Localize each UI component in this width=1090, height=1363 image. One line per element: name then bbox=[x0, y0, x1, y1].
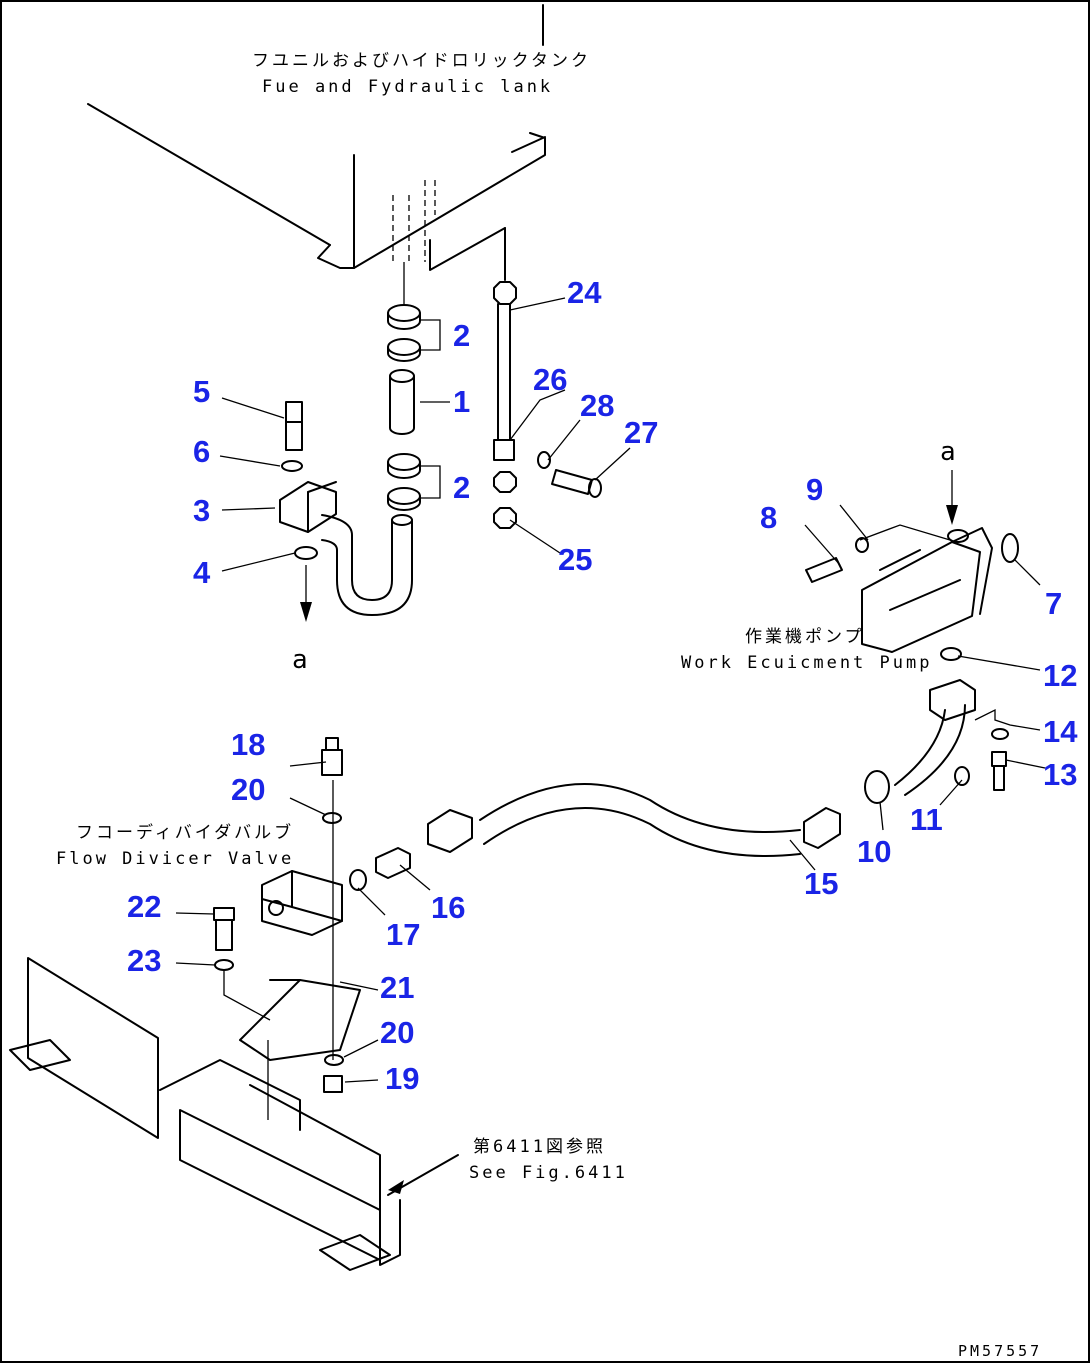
flow-divider-valve bbox=[261, 737, 344, 1093]
callout-28: 28 bbox=[580, 388, 614, 423]
fig-ref-jp: 第6411図参照 bbox=[473, 1137, 606, 1157]
callouts: 1 2 2 3 4 5 6 7 8 9 10 11 12 13 14 15 16… bbox=[127, 275, 1078, 1096]
callout-9: 9 bbox=[806, 472, 823, 507]
callout-5: 5 bbox=[193, 374, 210, 409]
callout-1: 1 bbox=[453, 384, 470, 419]
chassis-frame bbox=[9, 957, 459, 1271]
tank-label-jp: フユニルおよびハイドロリックタンク bbox=[252, 51, 591, 71]
callout-22: 22 bbox=[127, 889, 161, 924]
pump-label-jp: 作業機ポンプ bbox=[745, 627, 865, 647]
callout-16: 16 bbox=[431, 890, 465, 925]
callout-25: 25 bbox=[558, 542, 592, 577]
callout-3: 3 bbox=[193, 493, 210, 528]
delivery-tube-assembly bbox=[864, 679, 1009, 804]
callout-6: 6 bbox=[193, 434, 210, 469]
callout-24: 24 bbox=[567, 275, 602, 310]
callout-21: 21 bbox=[380, 970, 414, 1005]
pressure-hose bbox=[349, 783, 841, 891]
tank-label-en: Fue and Fydraulic lank bbox=[262, 77, 553, 97]
callout-7: 7 bbox=[1045, 586, 1062, 621]
callout-13: 13 bbox=[1043, 757, 1077, 792]
callout-23: 23 bbox=[127, 943, 161, 978]
callout-11: 11 bbox=[910, 802, 943, 837]
leader-lines bbox=[175, 297, 1046, 1083]
captions: フユニルおよびハイドロリックタンク Fue and Fydraulic lank… bbox=[56, 51, 1042, 1360]
arrow-a-label-bottom: a bbox=[292, 645, 308, 675]
callout-20-upper: 20 bbox=[231, 772, 265, 807]
work-equipment-pump bbox=[805, 470, 1019, 661]
callout-15: 15 bbox=[804, 866, 838, 901]
pump-label-en: Work Ecuicment Pump bbox=[681, 653, 932, 673]
arrow-a-label-top: a bbox=[940, 437, 956, 467]
callout-4: 4 bbox=[193, 555, 211, 590]
suction-hose-assembly bbox=[279, 262, 421, 622]
fuel-hydraulic-tank bbox=[87, 4, 546, 281]
callout-12: 12 bbox=[1043, 658, 1077, 693]
breather-hose-assembly bbox=[493, 281, 602, 529]
fig-ref-en: See Fig.6411 bbox=[469, 1163, 628, 1183]
callout-10: 10 bbox=[857, 834, 891, 869]
callout-2-upper: 2 bbox=[453, 318, 470, 353]
valve-bracket bbox=[213, 907, 361, 1061]
callout-14: 14 bbox=[1043, 714, 1078, 749]
callout-20-lower: 20 bbox=[380, 1015, 414, 1050]
callout-2-lower: 2 bbox=[453, 470, 470, 505]
valve-label-en: Flow Divicer Valve bbox=[56, 849, 294, 869]
callout-26: 26 bbox=[533, 362, 567, 397]
callout-8: 8 bbox=[760, 500, 777, 535]
drawing-code: PM57557 bbox=[958, 1342, 1042, 1360]
callout-19: 19 bbox=[385, 1061, 419, 1096]
callout-27: 27 bbox=[624, 415, 658, 450]
callout-17: 17 bbox=[386, 917, 420, 952]
valve-label-jp: フコーディバイダバルブ bbox=[76, 822, 294, 843]
callout-18: 18 bbox=[231, 727, 265, 762]
